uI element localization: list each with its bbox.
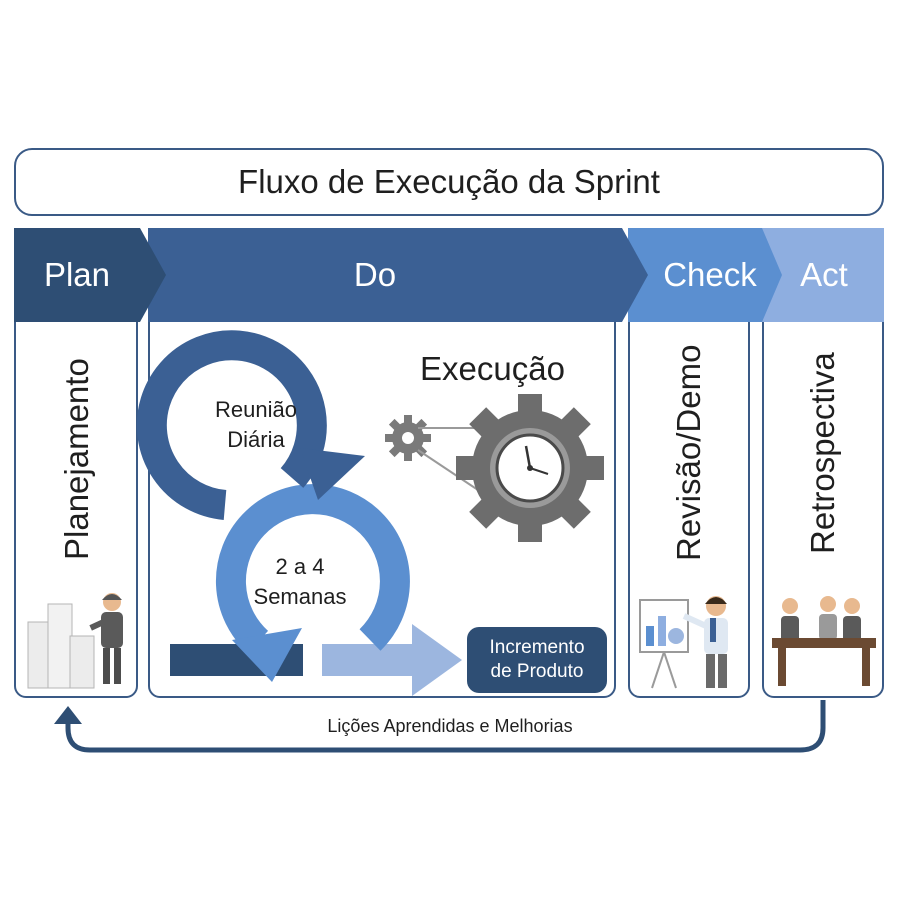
meeting-table-icon — [772, 596, 876, 686]
diagram-title-text: Fluxo de Execução da Sprint — [238, 163, 660, 200]
increment-arrow — [322, 624, 462, 696]
feedback-arrow — [65, 700, 826, 753]
feedback-arrowhead — [54, 706, 82, 724]
daily-meeting-line2: Diária — [227, 427, 285, 452]
paper-stack-icon — [27, 603, 95, 689]
act-banner — [762, 228, 884, 322]
presenter-icon — [639, 596, 728, 689]
weeks-loop — [215, 484, 410, 654]
diagram-title: Fluxo de Execução da Sprint — [14, 148, 884, 216]
daily-meeting-label: Reunião Diária — [196, 395, 316, 455]
plan-banner — [14, 228, 166, 322]
sprint-length-line1: 2 a 4 — [275, 554, 325, 579]
sprint-length-label: 2 a 4 Semanas — [240, 552, 360, 612]
execution-caption: Execução — [420, 350, 565, 387]
daily-loop — [136, 330, 327, 520]
sprint-length-line2: Semanas — [253, 584, 347, 609]
product-increment-line2: de Produto — [490, 661, 584, 682]
gear-icon — [385, 415, 431, 461]
lessons-learned-label: Lições Aprendidas e Melhorias — [327, 716, 573, 736]
product-increment-line1: Incremento — [489, 637, 585, 658]
businessman-icon — [89, 593, 123, 684]
do-banner — [148, 228, 648, 322]
daily-meeting-line1: Reunião — [215, 397, 297, 422]
check-banner — [628, 228, 782, 322]
product-increment-box: Incremento de Produto — [467, 627, 607, 693]
stopwatch-gear-icon — [456, 394, 604, 542]
